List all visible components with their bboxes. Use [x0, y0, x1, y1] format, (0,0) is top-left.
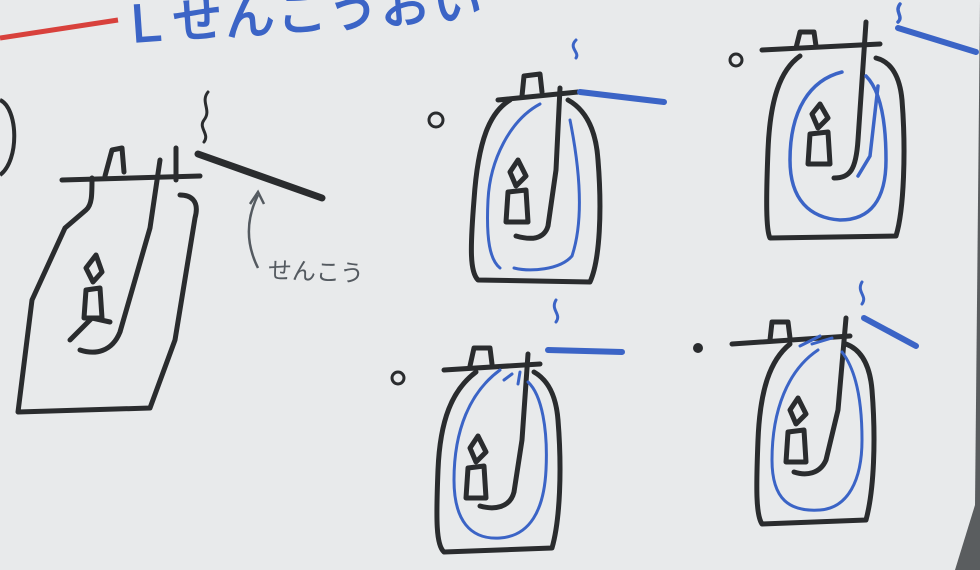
jar-diagram-4 — [693, 280, 919, 527]
air-flow-line — [798, 334, 834, 348]
label-arrow — [247, 194, 260, 269]
air-flow-arrow-icon — [770, 348, 864, 512]
jar-icon — [15, 175, 199, 415]
tube-line — [831, 19, 869, 181]
air-flow-arrow-icon — [788, 70, 888, 222]
candle-flame — [787, 395, 809, 427]
jar-lid-knob — [519, 71, 545, 99]
air-flow-line — [502, 370, 522, 386]
step-bullet — [693, 343, 703, 353]
incense-stick-icon — [545, 347, 625, 355]
incense-stick-icon — [861, 315, 919, 349]
jar-lid — [759, 41, 883, 53]
incense-stick-icon — [194, 150, 326, 202]
label-arrow-head — [248, 189, 266, 205]
jar-lid-knob — [467, 345, 495, 369]
smoke-wisp-icon — [552, 298, 560, 324]
air-flow-arrow-icon — [452, 368, 548, 540]
tube-line — [513, 85, 563, 241]
air-flow-line — [856, 84, 880, 178]
jar-icon — [754, 341, 877, 527]
candle-icon — [463, 463, 489, 501]
incense-stick-icon — [577, 89, 667, 105]
jar-icon — [434, 369, 563, 555]
air-flow-arrow-icon — [486, 102, 542, 270]
smoke-wisp-icon — [896, 2, 902, 24]
candle-flame — [809, 101, 831, 131]
candle-icon — [503, 187, 531, 225]
jar-diagram-2 — [728, 2, 979, 241]
partial-circle-mark — [0, 98, 17, 177]
tube-line — [477, 351, 531, 511]
smoke-wisp-icon — [858, 280, 866, 306]
step-bullet — [427, 111, 445, 129]
jar-icon — [764, 53, 907, 241]
jar-lid — [495, 89, 581, 103]
jar-lid-knob — [767, 319, 793, 343]
candle-holder — [67, 315, 113, 343]
step-bullet — [728, 52, 744, 68]
candle-icon — [783, 427, 809, 465]
step-bullet — [390, 370, 406, 386]
jar-diagram-3 — [390, 298, 625, 555]
candle-flame — [467, 433, 489, 465]
candle-flame — [507, 157, 529, 189]
candle-flame — [83, 252, 105, 285]
tube-line — [77, 157, 163, 355]
red-margin-line — [0, 17, 119, 41]
incense-stick-icon — [895, 25, 979, 55]
smoke-wisp-icon — [200, 90, 210, 144]
jar-lid-knob — [793, 29, 819, 51]
jar-diagram-1 — [427, 38, 667, 285]
jar-lid — [441, 361, 543, 373]
jar-lid-knob — [102, 145, 127, 179]
air-flow-line — [512, 118, 581, 272]
smoke-wisp-icon — [571, 38, 579, 60]
large-jar-diagram — [15, 90, 210, 415]
tube-line — [791, 315, 849, 477]
incense-label: せんこう — [267, 256, 365, 288]
candle-icon — [805, 129, 833, 167]
jar-icon — [468, 97, 603, 285]
